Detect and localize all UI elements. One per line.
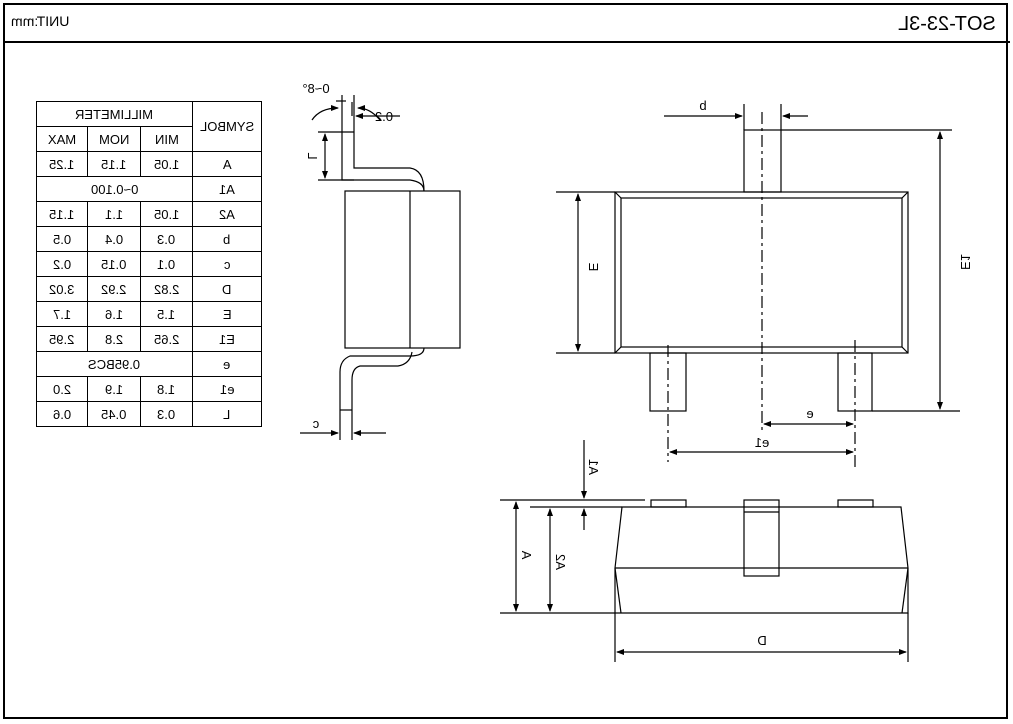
cell-max: 1.15 xyxy=(36,201,88,227)
title-bar: UNIT:mm SOT-23-3L xyxy=(3,3,1010,43)
top-view xyxy=(556,104,960,468)
cell-max: 2.0 xyxy=(36,376,88,402)
label-A2: A2 xyxy=(553,554,568,570)
table-header-row: MILLIMETER SYMBOL xyxy=(36,101,262,152)
millimeter-header: MILLIMETER xyxy=(36,101,193,127)
label-e1: e1 xyxy=(755,435,769,450)
label-gap: 0.2 xyxy=(375,109,393,124)
label-c: c xyxy=(312,416,319,431)
cell-max: 0.6 xyxy=(36,401,88,427)
col-min-header: MIN xyxy=(140,126,193,152)
cell-nom: 1.15 xyxy=(87,151,141,177)
symbol-header: SYMBOL xyxy=(192,101,262,152)
drawing-frame xyxy=(3,3,1008,719)
side-view xyxy=(300,95,461,440)
cell-nom: 0.4 xyxy=(87,226,141,252)
label-E: E xyxy=(586,262,601,271)
cell-symbol: A xyxy=(192,151,262,177)
cell-min: 0.3 xyxy=(140,226,193,252)
cell-min: 1.05 xyxy=(140,201,193,227)
cell-nom: 0.45 xyxy=(87,401,141,427)
cell-nom: 1.9 xyxy=(87,376,141,402)
cell-max: 0.2 xyxy=(36,251,88,277)
cell-symbol: E1 xyxy=(192,326,262,352)
cell-symbol: e1 xyxy=(192,376,262,402)
label-A1: A1 xyxy=(586,459,601,475)
cell-min: 1.5 xyxy=(140,301,193,327)
label-angle: 0~8° xyxy=(302,81,329,96)
label-L: L xyxy=(305,152,320,159)
cell-min: 1.8 xyxy=(140,376,193,402)
label-D: D xyxy=(757,633,766,648)
cell-symbol: b xyxy=(192,226,262,252)
front-view xyxy=(500,440,909,662)
cell-symbol: L xyxy=(192,401,262,427)
label-b: b xyxy=(699,98,706,113)
label-E1: E1 xyxy=(958,254,973,270)
cell-min: 2.65 xyxy=(140,326,193,352)
cell-min: 0.3 xyxy=(140,401,193,427)
label-A: A xyxy=(519,550,534,559)
label-e: e xyxy=(806,406,813,421)
cell-max: 1.25 xyxy=(36,151,88,177)
cell-max: 0.5 xyxy=(36,226,88,252)
